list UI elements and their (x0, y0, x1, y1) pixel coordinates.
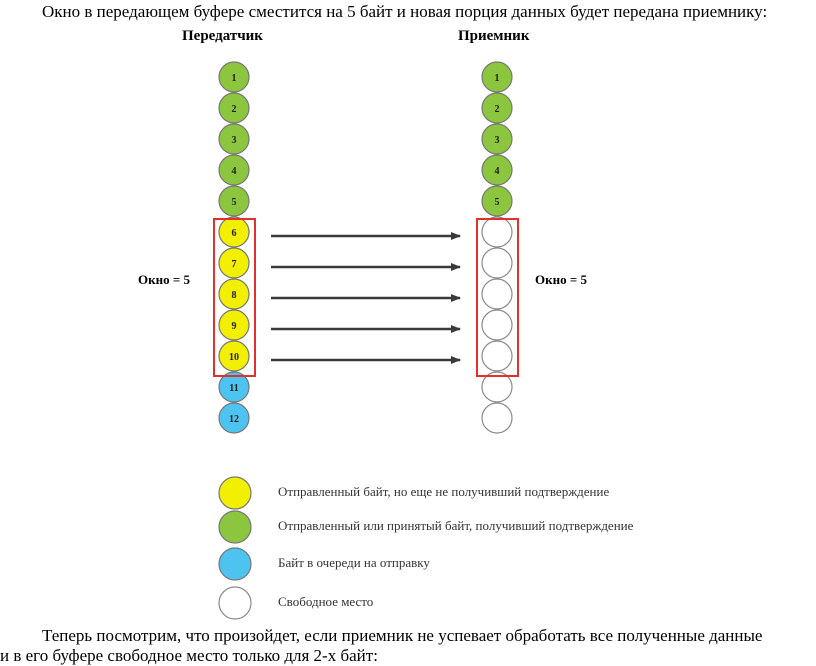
transfer-arrows (271, 232, 461, 364)
continuation-text-2: и в его буфере свободное место только дл… (0, 646, 378, 665)
receiver-byte-11 (481, 371, 513, 403)
legend-swatch-sent (218, 476, 252, 510)
legend-label-queued: Байт в очереди на отправку (278, 555, 430, 570)
receiver-window-frame (476, 218, 519, 377)
legend-label-sent: Отправленный байт, но еще не получивший … (278, 484, 610, 499)
sender-byte-label: 9 (232, 321, 237, 332)
receiver-byte-12 (481, 402, 513, 434)
sender-byte-label: 3 (232, 135, 237, 146)
receiver-byte-9 (481, 309, 513, 341)
continuation-text: Теперь посмотрим, что произойдет, если п… (42, 626, 763, 645)
receiver-byte-7 (481, 247, 513, 279)
sender-byte-10 (218, 340, 250, 372)
receiver-byte-label: 2 (495, 104, 500, 115)
legend-label-free: Свободное место (278, 594, 374, 609)
sender-byte-label: 1 (232, 73, 237, 84)
legend (218, 476, 252, 620)
receiver-byte-2 (481, 92, 513, 124)
sender-byte-4 (218, 154, 250, 186)
sender-byte-2 (218, 92, 250, 124)
sender-byte-label: 11 (229, 383, 238, 394)
receiver-byte-label: 3 (495, 135, 500, 146)
receiver-byte-8 (481, 278, 513, 310)
receiver-byte-3 (481, 123, 513, 155)
receiver-byte-5 (481, 185, 513, 217)
legend-label-acked: Отправленный или принятый байт, получивш… (278, 518, 634, 533)
sender-byte-11 (218, 371, 250, 403)
sender-byte-label: 5 (232, 197, 237, 208)
receiver-byte-label: 5 (495, 197, 500, 208)
sender-byte-8 (218, 278, 250, 310)
legend-swatch-free (218, 586, 252, 620)
sender-byte-1 (218, 61, 250, 93)
sender-window-label: Окно = 5 (138, 272, 190, 287)
sender-byte-label: 2 (232, 104, 237, 115)
sender-title: Передатчик (182, 28, 263, 44)
receiver-byte-label: 4 (495, 166, 500, 177)
legend-swatch-queued (218, 547, 252, 581)
sender-byte-label: 4 (232, 166, 237, 177)
sender-byte-9 (218, 309, 250, 341)
sender-byte-6 (218, 216, 250, 248)
sender-byte-label: 10 (229, 352, 239, 363)
receiver-byte-10 (481, 340, 513, 372)
receiver-buffer: 1 2 3 4 5 (481, 61, 513, 434)
sender-byte-7 (218, 247, 250, 279)
intro-text: Окно в передающем буфере сместится на 5 … (42, 2, 768, 21)
sender-byte-label: 7 (232, 259, 237, 270)
receiver-byte-6 (481, 216, 513, 248)
receiver-title: Приемник (458, 28, 530, 44)
sender-byte-label: 6 (232, 228, 237, 239)
sender-byte-12 (218, 402, 250, 434)
receiver-byte-4 (481, 154, 513, 186)
receiver-byte-1 (481, 61, 513, 93)
sender-byte-label: 8 (232, 290, 237, 301)
sender-byte-3 (218, 123, 250, 155)
legend-swatch-acked (218, 510, 252, 544)
sender-byte-label: 12 (229, 414, 239, 425)
sender-window-frame (213, 218, 256, 377)
sender-byte-5 (218, 185, 250, 217)
receiver-byte-label: 1 (495, 73, 500, 84)
receiver-window-label: Окно = 5 (535, 272, 587, 287)
